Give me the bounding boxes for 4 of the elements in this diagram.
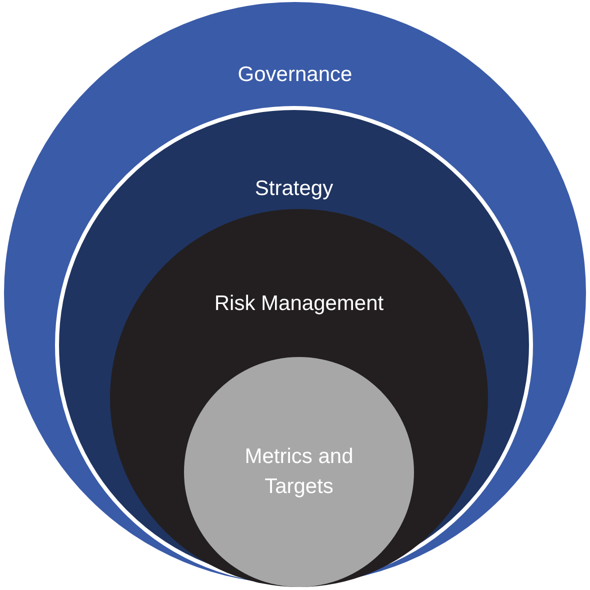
circle-label: Metrics and Targets [244,444,354,500]
circle-label: Governance [236,62,354,88]
circle-label: Risk Management [214,291,384,317]
circle-label: Strategy [254,176,334,202]
